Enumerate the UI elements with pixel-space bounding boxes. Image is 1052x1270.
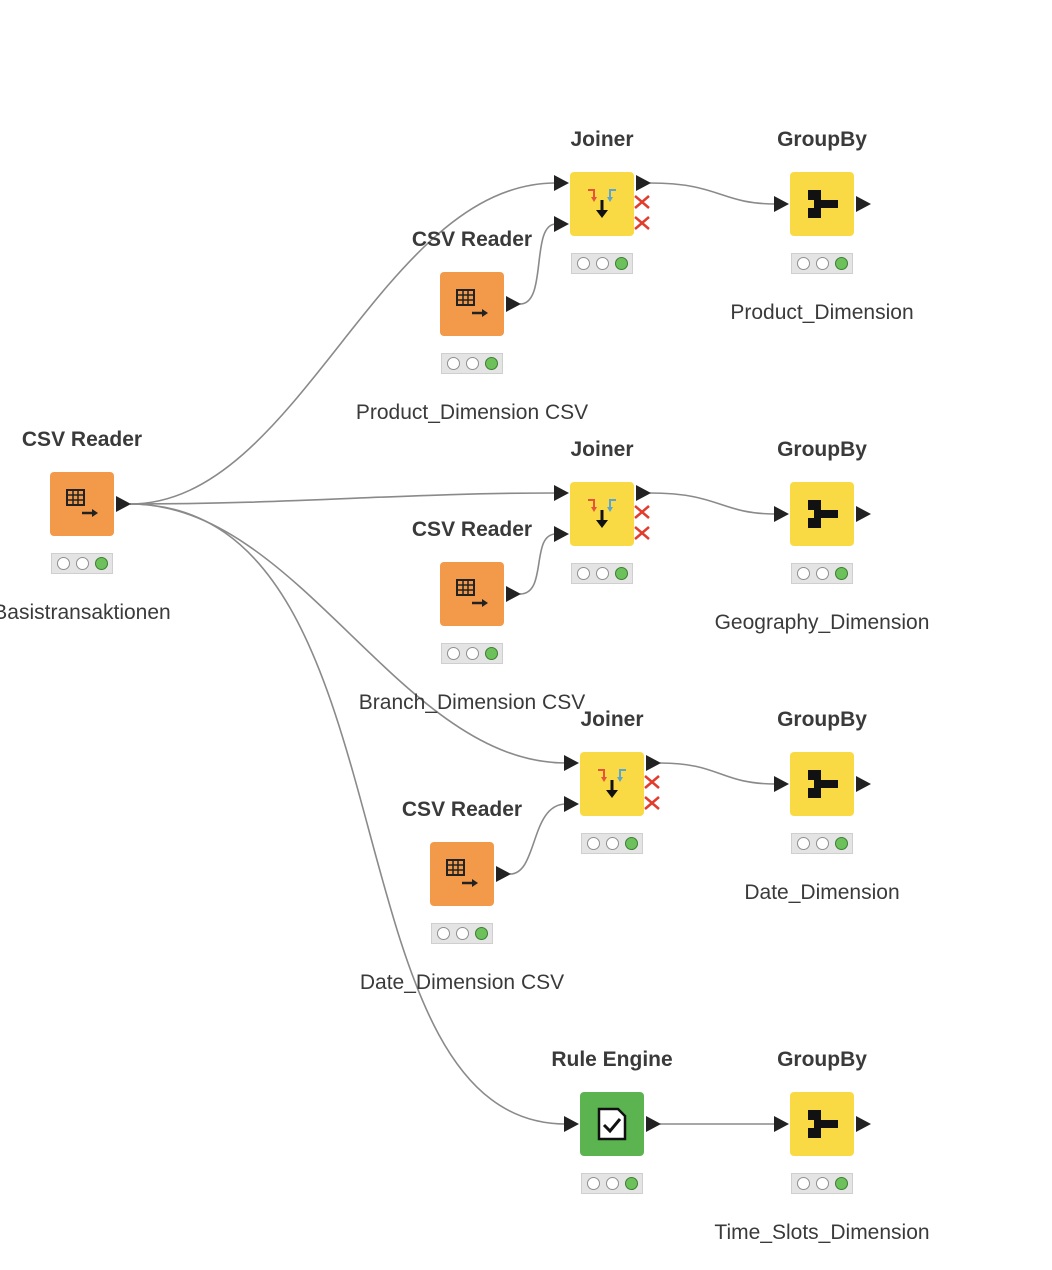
output-port[interactable]	[856, 196, 871, 212]
output-port[interactable]	[506, 586, 521, 602]
joiner-node[interactable]	[570, 172, 634, 236]
output-port[interactable]	[636, 175, 651, 191]
connection[interactable]	[519, 533, 557, 595]
node-label[interactable]: Basistransaktionen	[0, 601, 171, 624]
node-title-joiner: Joiner	[570, 438, 634, 461]
table-arrow-icon	[456, 289, 488, 317]
node-status-indicator	[791, 253, 853, 274]
input-port[interactable]	[774, 776, 789, 792]
table-arrow-icon	[66, 489, 98, 517]
output-port[interactable]	[116, 496, 131, 512]
output-port[interactable]	[646, 755, 661, 771]
red-x-icon	[634, 505, 650, 519]
node-status-indicator	[571, 253, 633, 274]
connection[interactable]	[129, 182, 557, 505]
joiner-node[interactable]	[580, 752, 644, 816]
node-status-indicator	[441, 353, 503, 374]
groupby-icon	[808, 500, 838, 528]
node-status-indicator	[581, 1173, 643, 1194]
output-port[interactable]	[506, 296, 521, 312]
connection[interactable]	[659, 762, 777, 785]
csv-reader-node[interactable]	[440, 272, 504, 336]
node-title-csv-reader: CSV Reader	[401, 798, 523, 821]
node-title-csv-reader: CSV Reader	[411, 228, 533, 251]
joiner-node[interactable]	[570, 482, 634, 546]
output-port[interactable]	[636, 485, 651, 501]
join-arrows-icon	[598, 769, 626, 798]
input-port[interactable]	[554, 526, 569, 542]
connection[interactable]	[129, 503, 567, 764]
join-arrows-icon	[588, 189, 616, 218]
node-status-indicator	[581, 833, 643, 854]
node-title-groupby: GroupBy	[777, 1048, 867, 1071]
node-status-indicator	[441, 643, 503, 664]
csv-reader-node[interactable]	[430, 842, 494, 906]
node-status-indicator	[571, 563, 633, 584]
node-status-indicator	[791, 833, 853, 854]
connection[interactable]	[129, 503, 567, 1125]
join-arrows-icon	[588, 499, 616, 528]
input-port[interactable]	[774, 506, 789, 522]
node-title-csv-reader: CSV Reader	[21, 428, 143, 451]
connection[interactable]	[509, 803, 567, 875]
input-port[interactable]	[564, 796, 579, 812]
red-x-icon	[644, 775, 660, 789]
output-port[interactable]	[856, 506, 871, 522]
groupby-node[interactable]	[790, 172, 854, 236]
input-port[interactable]	[564, 755, 579, 771]
node-label[interactable]: Date_Dimension CSV	[359, 971, 565, 994]
node-label[interactable]: Product_Dimension CSV	[355, 401, 589, 424]
red-x-icon	[644, 796, 660, 810]
node-label[interactable]: Date_Dimension	[744, 881, 900, 904]
groupby-icon	[808, 1110, 838, 1138]
document-check-icon	[597, 1107, 627, 1141]
input-port[interactable]	[564, 1116, 579, 1132]
node-status-indicator	[51, 553, 113, 574]
input-port[interactable]	[554, 175, 569, 191]
node-label[interactable]: Branch_Dimension CSV	[358, 691, 586, 714]
groupby-icon	[808, 770, 838, 798]
node-title-rule-engine: Rule Engine	[551, 1048, 673, 1071]
output-port[interactable]	[856, 776, 871, 792]
connection[interactable]	[649, 182, 777, 205]
red-x-icon	[634, 216, 650, 230]
connection[interactable]	[129, 492, 557, 505]
node-title-joiner: Joiner	[580, 708, 644, 731]
connection[interactable]	[519, 223, 557, 305]
node-title-groupby: GroupBy	[777, 438, 867, 461]
output-port[interactable]	[496, 866, 511, 882]
input-port[interactable]	[774, 196, 789, 212]
input-port[interactable]	[554, 485, 569, 501]
csv-reader-node[interactable]	[440, 562, 504, 626]
groupby-icon	[808, 190, 838, 218]
node-label[interactable]: Time_Slots_Dimension	[714, 1221, 930, 1244]
groupby-node[interactable]	[790, 752, 854, 816]
groupby-node[interactable]	[790, 482, 854, 546]
output-port[interactable]	[856, 1116, 871, 1132]
red-x-icon	[634, 526, 650, 540]
node-title-joiner: Joiner	[570, 128, 634, 151]
output-port[interactable]	[646, 1116, 661, 1132]
csv-reader-node[interactable]	[50, 472, 114, 536]
input-port[interactable]	[774, 1116, 789, 1132]
node-label[interactable]: Geography_Dimension	[714, 611, 930, 634]
table-arrow-icon	[456, 579, 488, 607]
input-port[interactable]	[554, 216, 569, 232]
node-title-groupby: GroupBy	[777, 128, 867, 151]
node-label[interactable]: Product_Dimension	[730, 301, 914, 324]
node-title-csv-reader: CSV Reader	[411, 518, 533, 541]
node-status-indicator	[791, 563, 853, 584]
rule-engine-node[interactable]	[580, 1092, 644, 1156]
node-title-groupby: GroupBy	[777, 708, 867, 731]
node-status-indicator	[791, 1173, 853, 1194]
connection[interactable]	[649, 492, 777, 515]
red-x-icon	[634, 195, 650, 209]
table-arrow-icon	[446, 859, 478, 887]
groupby-node[interactable]	[790, 1092, 854, 1156]
node-status-indicator	[431, 923, 493, 944]
